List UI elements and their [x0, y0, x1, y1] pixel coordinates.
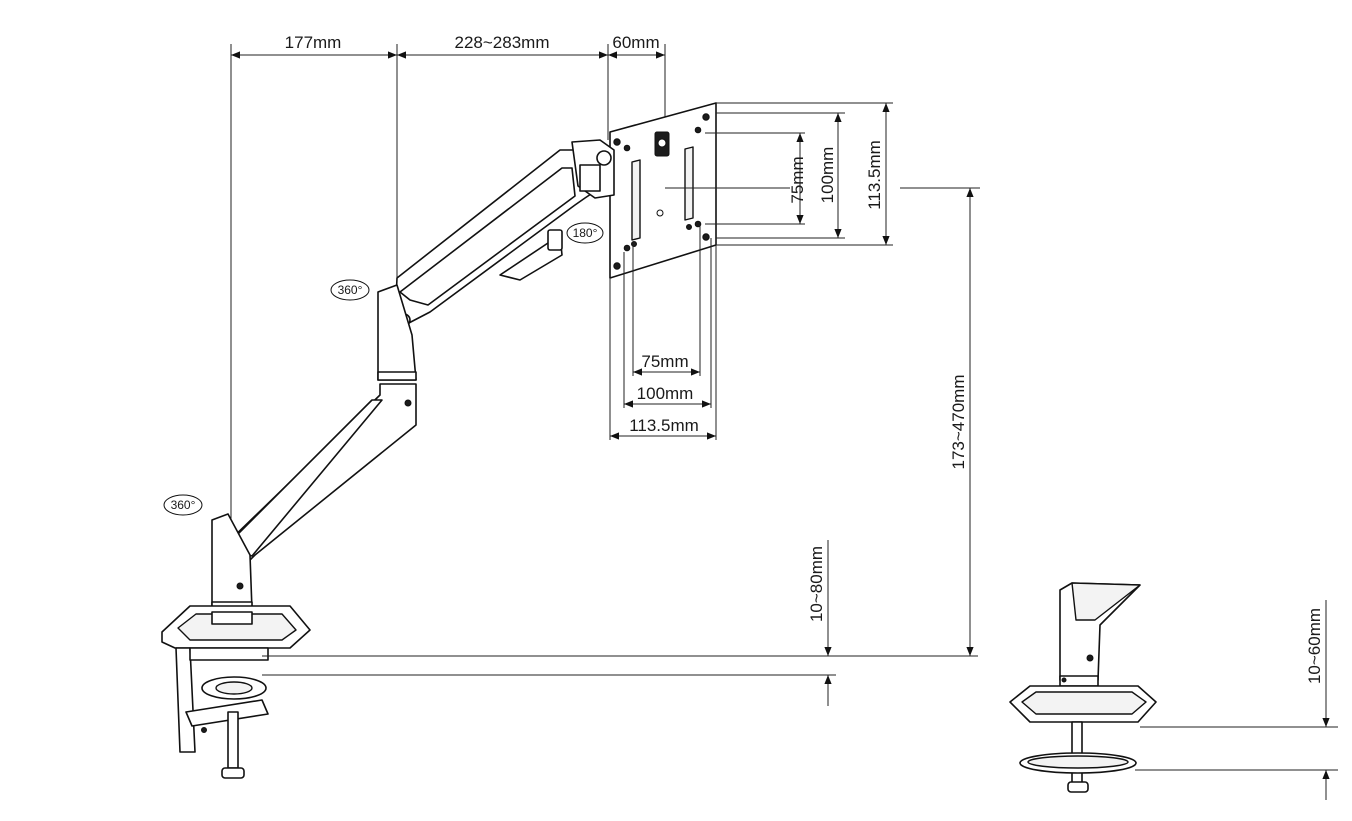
dim-tilt-head-depth: 60mm — [612, 33, 659, 52]
vesa-horizontal-dims — [609, 225, 717, 440]
dim-clamp-range: 10~80mm — [807, 546, 826, 622]
vesa-plate — [609, 102, 717, 279]
height-dims — [262, 187, 980, 706]
grommet-base — [1009, 582, 1157, 793]
dim-pole-to-joint: 177mm — [285, 33, 342, 52]
dim-grommet-range: 10~60mm — [1305, 608, 1324, 684]
dim-upper-arm-reach: 228~283mm — [455, 33, 550, 52]
dim-vesa-v-100: 100mm — [818, 147, 837, 204]
dim-vesa-h-100: 100mm — [637, 384, 694, 403]
rotation-arm-joint-label: 360° — [338, 283, 363, 297]
dim-vesa-h-75: 75mm — [641, 352, 688, 371]
lower-arm — [221, 284, 417, 563]
vesa-vertical-dims — [665, 102, 893, 246]
rotation-badge-head: 180° — [566, 222, 604, 244]
dim-vesa-v-75: 75mm — [788, 156, 807, 203]
rotation-badge-base: 360° — [163, 494, 203, 516]
top-dimension-lines — [230, 44, 666, 520]
dim-plate-height: 113.5mm — [865, 140, 884, 210]
rotation-base-label: 360° — [171, 498, 196, 512]
base-clamp — [161, 513, 311, 779]
upper-arm — [394, 139, 615, 327]
rotation-badge-arm-joint: 360° — [330, 279, 370, 301]
vesa-hole-icon — [613, 138, 621, 146]
grommet-dims — [1135, 600, 1338, 800]
dim-height-range: 173~470mm — [949, 375, 968, 470]
dim-plate-width: 113.5mm — [629, 416, 699, 435]
rotation-head-label: 180° — [573, 226, 598, 240]
